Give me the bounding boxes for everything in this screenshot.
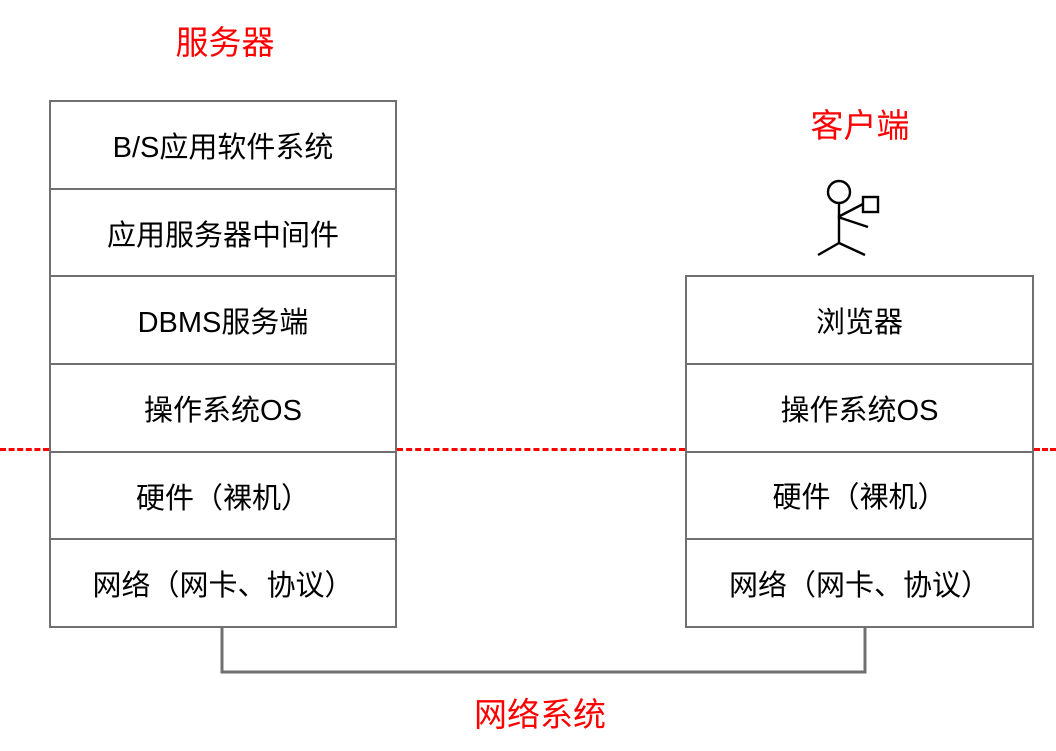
client-title: 客户端 <box>810 107 910 144</box>
server-layer-operating-system[interactable]: 操作系统OS <box>51 365 395 453</box>
hardware-boundary-dashed-line-left <box>0 448 49 451</box>
server-layer-label: DBMS服务端 <box>137 307 309 340</box>
server-layer-hardware[interactable]: 硬件（裸机） <box>51 452 395 541</box>
server-layer-label: 网络（网卡、协议） <box>92 570 354 603</box>
client-layer-operating-system[interactable]: 操作系统OS <box>687 364 1032 453</box>
hardware-boundary-dashed-line-right <box>1034 448 1056 451</box>
network-system-title: 网络系统 <box>474 696 606 733</box>
server-title: 服务器 <box>175 24 275 61</box>
client-layer-label: 操作系统OS <box>780 394 939 427</box>
client-layer-browser[interactable]: 浏览器 <box>687 277 1032 365</box>
server-layer-application-software[interactable]: B/S应用软件系统 <box>51 102 395 190</box>
server-layer-network[interactable]: 网络（网卡、协议） <box>51 540 395 627</box>
client-layer-network[interactable]: 网络（网卡、协议） <box>687 540 1032 626</box>
server-layer-app-server-middleware[interactable]: 应用服务器中间件 <box>51 189 395 278</box>
client-layer-label: 浏览器 <box>815 306 903 339</box>
client-layer-hardware[interactable]: 硬件（裸机） <box>687 452 1032 541</box>
server-stack: B/S应用软件系统 应用服务器中间件 DBMS服务端 操作系统OS 硬件（裸机）… <box>49 100 397 628</box>
server-layer-label: 应用服务器中间件 <box>106 219 339 252</box>
stick-figure-user-icon <box>817 179 880 257</box>
server-layer-label: 硬件（裸机） <box>135 482 310 515</box>
hardware-boundary-dashed-line-middle <box>397 448 685 451</box>
client-stack: 浏览器 操作系统OS 硬件（裸机） 网络（网卡、协议） <box>685 275 1034 628</box>
server-layer-label: B/S应用软件系统 <box>112 131 334 164</box>
server-layer-dbms-server[interactable]: DBMS服务端 <box>51 277 395 366</box>
server-layer-label: 操作系统OS <box>144 394 302 427</box>
client-layer-label: 硬件（裸机） <box>772 482 947 515</box>
client-layer-label: 网络（网卡、协议） <box>728 570 990 603</box>
